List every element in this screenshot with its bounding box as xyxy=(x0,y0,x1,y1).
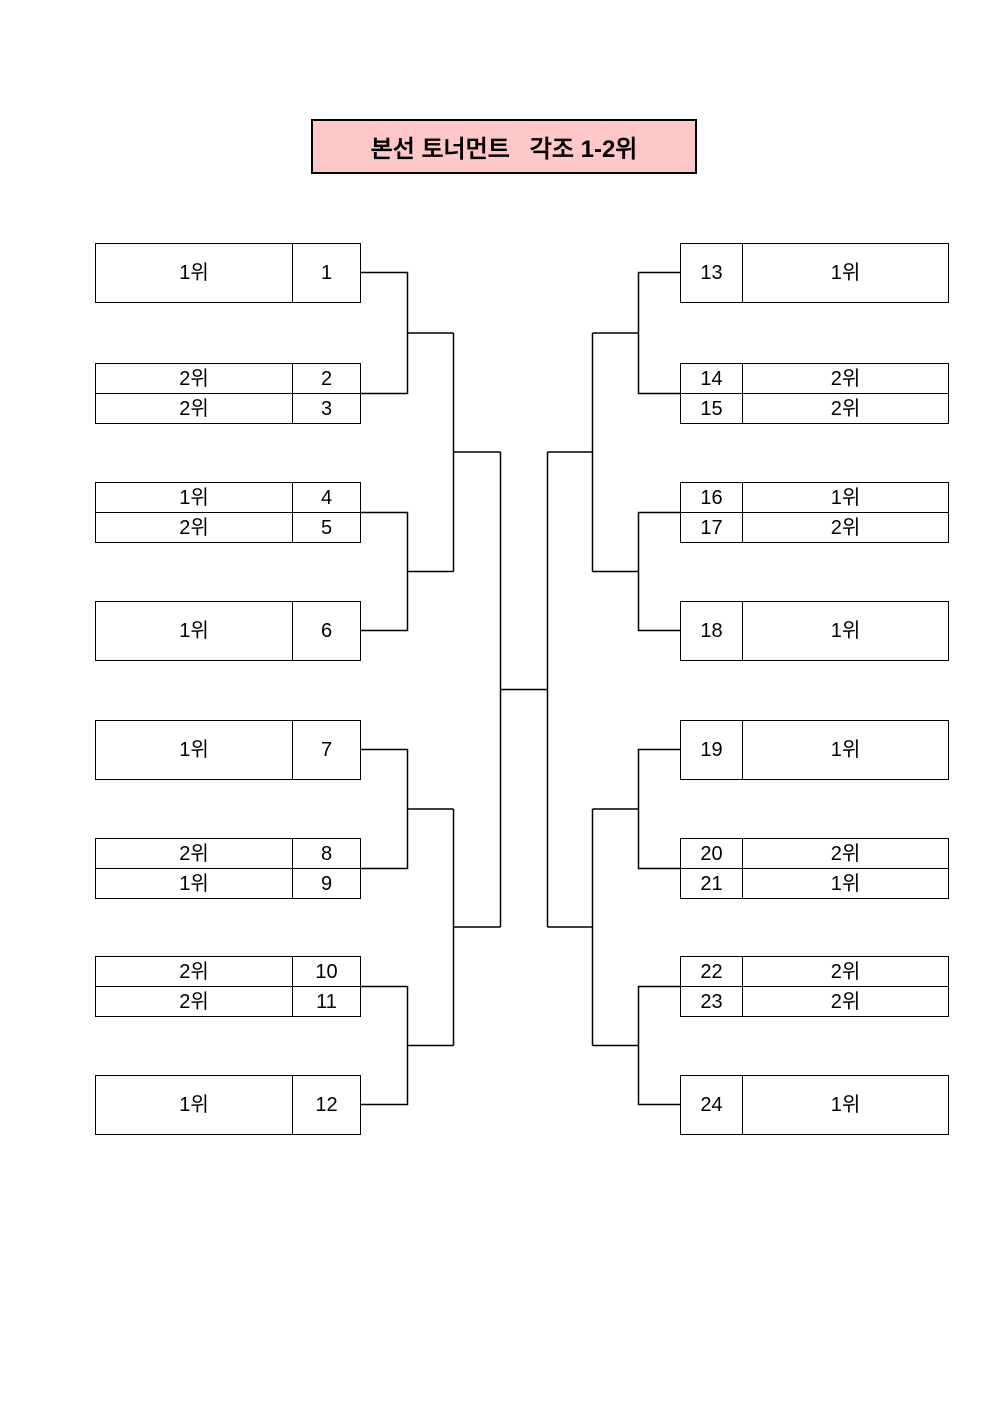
slot-rank-label: 2위 xyxy=(830,960,861,983)
slot-rank-label: 1위 xyxy=(830,486,861,509)
bracket-slot-2: 2위 2 xyxy=(95,363,361,394)
slot-rank-label: 2위 xyxy=(96,957,293,986)
slot-number: 9 xyxy=(320,872,333,895)
slot-number: 10 xyxy=(315,960,338,983)
slot-number: 4 xyxy=(320,486,333,509)
bracket-slot-8: 2위 8 xyxy=(95,838,361,869)
slot-number: 14 xyxy=(681,364,743,393)
slot-rank-label: 1위 xyxy=(830,739,861,761)
connector-line xyxy=(361,271,409,395)
slot-number: 15 xyxy=(681,394,743,423)
bracket-slot-24: 24 1위 xyxy=(680,1075,949,1135)
slot-rank-label: 1위 xyxy=(96,602,293,660)
slot-rank-label: 1위 xyxy=(830,872,861,895)
tournament-title: 본선 토너먼트 각조 1-2위 xyxy=(370,136,638,163)
slot-rank-label: 2위 xyxy=(830,397,861,420)
bracket-slot-4: 1위 4 xyxy=(95,482,361,513)
bracket-slot-22: 22 2위 xyxy=(680,956,949,987)
slot-rank-label: 2위 xyxy=(96,987,293,1016)
slot-rank-label: 2위 xyxy=(96,839,293,868)
connector-line xyxy=(637,511,680,632)
connector-line xyxy=(361,511,409,632)
bracket-slot-10: 2위 10 xyxy=(95,956,361,987)
connector-line xyxy=(361,748,409,870)
slot-number: 6 xyxy=(320,620,333,642)
bracket-slot-20: 20 2위 xyxy=(680,838,949,869)
bracket-slot-11: 2위 11 xyxy=(95,986,361,1017)
slot-number: 19 xyxy=(681,721,743,779)
slot-number: 11 xyxy=(316,990,337,1013)
bracket-slot-1: 1위 1 xyxy=(95,243,361,303)
slot-rank-label: 1위 xyxy=(96,483,293,512)
slot-rank-label: 2위 xyxy=(830,990,861,1013)
bracket-slot-9: 1위 9 xyxy=(95,868,361,899)
slot-number: 1 xyxy=(320,262,333,284)
slot-rank-label: 1위 xyxy=(96,721,293,779)
slot-rank-label: 1위 xyxy=(830,262,861,284)
slot-rank-label: 1위 xyxy=(830,620,861,642)
connector-line xyxy=(637,985,680,1106)
bracket-slot-3: 2위 3 xyxy=(95,393,361,424)
slot-rank-label: 1위 xyxy=(96,869,293,898)
slot-number: 23 xyxy=(681,987,743,1016)
slot-rank-label: 2위 xyxy=(830,367,861,390)
slot-rank-label: 2위 xyxy=(96,394,293,423)
slot-rank-label: 1위 xyxy=(96,1076,293,1134)
slot-number: 2 xyxy=(320,367,333,390)
slot-rank-label: 2위 xyxy=(830,842,861,865)
slot-number: 24 xyxy=(681,1076,743,1134)
slot-number: 16 xyxy=(681,483,743,512)
bracket-slot-13: 13 1위 xyxy=(680,243,949,303)
slot-rank-label: 1위 xyxy=(96,244,293,302)
slot-number: 5 xyxy=(320,516,333,539)
slot-number: 17 xyxy=(681,513,743,542)
slot-number: 18 xyxy=(681,602,743,660)
slot-rank-label: 2위 xyxy=(96,364,293,393)
bracket-slot-18: 18 1위 xyxy=(680,601,949,661)
bracket-slot-14: 14 2위 xyxy=(680,363,949,394)
slot-number: 21 xyxy=(681,869,743,898)
bracket-slot-5: 2위 5 xyxy=(95,512,361,543)
tournament-title-box: 본선 토너먼트 각조 1-2위 xyxy=(311,119,697,174)
bracket-slot-7: 1위 7 xyxy=(95,720,361,780)
slot-rank-label: 2위 xyxy=(830,516,861,539)
slot-number: 22 xyxy=(681,957,743,986)
slot-number: 8 xyxy=(320,842,333,865)
bracket-slot-16: 16 1위 xyxy=(680,482,949,513)
slot-number: 3 xyxy=(320,397,333,420)
bracket-slot-6: 1위 6 xyxy=(95,601,361,661)
bracket-slot-23: 23 2위 xyxy=(680,986,949,1017)
bracket-slot-17: 17 2위 xyxy=(680,512,949,543)
bracket-slot-19: 19 1위 xyxy=(680,720,949,780)
connector-line xyxy=(637,271,680,395)
slot-number: 13 xyxy=(681,244,743,302)
slot-number: 20 xyxy=(681,839,743,868)
bracket-slot-15: 15 2위 xyxy=(680,393,949,424)
slot-number: 7 xyxy=(320,739,333,761)
slot-rank-label: 1위 xyxy=(830,1094,861,1116)
connector-line xyxy=(637,748,680,870)
bracket-slot-21: 21 1위 xyxy=(680,868,949,899)
slot-rank-label: 2위 xyxy=(96,513,293,542)
bracket-slot-12: 1위 12 xyxy=(95,1075,361,1135)
connector-line xyxy=(361,985,409,1106)
slot-number: 12 xyxy=(315,1094,338,1116)
